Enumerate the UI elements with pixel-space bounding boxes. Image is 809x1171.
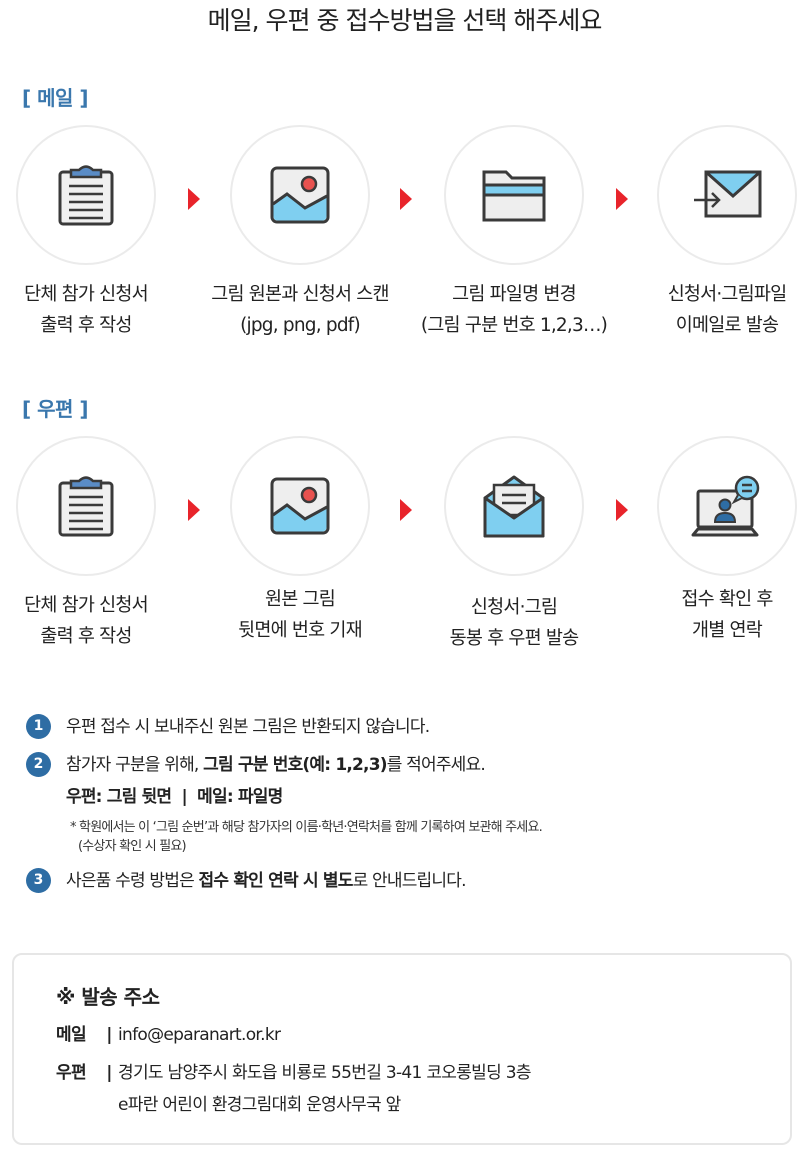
image-icon <box>270 166 330 224</box>
step-text-line1: 단체 참가 신청서 <box>24 595 149 616</box>
step-circle <box>16 125 156 265</box>
step-text-line2: 이메일로 발송 <box>675 315 779 336</box>
step-circle <box>657 125 797 265</box>
step-text-line1: 원본 그림 <box>265 589 336 610</box>
note-sub-bold: 우편: 그림 뒷면 | 메일: 파일명 <box>66 787 283 807</box>
email-send-icon <box>694 170 762 218</box>
postal-address-line2: e파란 어린이 환경그림대회 운영사무국 앞 <box>118 1095 401 1115</box>
step-text-line2: (jpg, png, pdf) <box>240 315 361 336</box>
clipboard-icon <box>58 165 114 226</box>
number-badge: 1 <box>26 714 51 739</box>
note-text-pre: 참가자 구분을 위해, <box>66 755 204 775</box>
address-box-title: ※ 발송 주소 <box>56 985 160 1009</box>
mail-section-label: [ 메일 ] <box>22 86 89 110</box>
fine-print-line2: (수상자 확인 시 필요) <box>78 839 187 854</box>
arrow-right-icon <box>400 499 412 521</box>
image-icon <box>270 477 330 535</box>
step-text-line2: 출력 후 작성 <box>40 315 132 336</box>
step-circle <box>444 436 584 576</box>
arrow-right-icon <box>188 499 200 521</box>
post-step-1: 단체 참가 신청서 출력 후 작성 <box>0 436 186 652</box>
note-item: 3 사은품 수령 방법은 접수 확인 연락 시 별도로 안내드립니다. <box>26 866 786 896</box>
mail-step-2: 그림 원본과 신청서 스캔 (jpg, png, pdf) <box>200 125 400 341</box>
separator: | <box>106 1063 112 1083</box>
address-key: 우편 <box>56 1063 87 1083</box>
arrow-right-icon <box>400 188 412 210</box>
address-box: ※ 발송 주소 메일 | info@eparanart.or.kr 우편 | 경기도 남… <box>12 953 792 1145</box>
postal-address: 경기도 남양주시 화도읍 비룡로 55번길 3-41 코오롱빌딩 3층 e파란 어… <box>118 1057 531 1121</box>
post-section-label: [ 우편 ] <box>22 397 89 421</box>
number-badge: 3 <box>26 868 51 893</box>
step-text-line2: 출력 후 작성 <box>40 626 132 647</box>
note-fine-print: * 학원에서는 이 ‘그림 순번’과 해당 참가자의 이름·학년·연락처를 함께… <box>66 818 786 856</box>
step-circle <box>657 436 797 576</box>
step-text-line2: 개별 연락 <box>692 620 763 641</box>
mail-step-4: 신청서·그림파일 이메일로 발송 <box>627 125 809 341</box>
postal-address-line1: 경기도 남양주시 화도읍 비룡로 55번길 3-41 코오롱빌딩 3층 <box>118 1063 531 1083</box>
step-text-line1: 신청서·그림파일 <box>667 284 787 305</box>
step-circle <box>230 436 370 576</box>
arrow-right-icon <box>616 188 628 210</box>
note-item: 1 우편 접수 시 보내주신 원본 그림은 반환되지 않습니다. <box>26 712 786 742</box>
step-text-line1: 단체 참가 신청서 <box>24 284 149 305</box>
note-item: 2 참가자 구분을 위해, 그림 구분 번호(예: 1,2,3)를 적어주세요.… <box>26 750 786 856</box>
step-text-line1: 그림 파일명 변경 <box>452 284 577 305</box>
step-circle <box>16 436 156 576</box>
address-row-email: 메일 | info@eparanart.or.kr <box>56 1019 281 1051</box>
arrow-right-icon <box>188 188 200 210</box>
step-text-line1: 접수 확인 후 <box>681 589 773 610</box>
address-key: 메일 <box>56 1025 87 1045</box>
number-badge: 2 <box>26 752 51 777</box>
open-envelope-icon <box>483 475 545 538</box>
video-chat-icon <box>691 475 760 537</box>
post-step-3: 신청서·그림 동봉 후 우편 발송 <box>414 436 614 654</box>
note-text-post: 로 안내드립니다. <box>352 871 467 891</box>
step-text-line2: (그림 구분 번호 1,2,3…) <box>420 315 608 336</box>
note-text: 참가자 구분을 위해, 그림 구분 번호(예: 1,2,3)를 적어주세요. <box>66 750 786 780</box>
email-link[interactable]: info@eparanart.or.kr <box>118 1025 281 1045</box>
mail-step-1: 단체 참가 신청서 출력 후 작성 <box>0 125 186 341</box>
step-circle <box>230 125 370 265</box>
post-step-2: 원본 그림 뒷면에 번호 기재 <box>200 436 400 646</box>
note-text-bold: 접수 확인 연락 시 별도 <box>198 871 354 891</box>
arrow-right-icon <box>616 499 628 521</box>
clipboard-icon <box>58 476 114 537</box>
note-text: 사은품 수령 방법은 접수 확인 연락 시 별도로 안내드립니다. <box>66 866 786 896</box>
fine-print-line1: * 학원에서는 이 ‘그림 순번’과 해당 참가자의 이름·학년·연락처를 함께… <box>70 820 543 835</box>
post-step-4: 접수 확인 후 개별 연락 <box>627 436 809 646</box>
step-text-line1: 신청서·그림 <box>470 597 558 618</box>
step-text-line2: 뒷면에 번호 기재 <box>238 620 363 641</box>
step-text-line2: 동봉 후 우편 발송 <box>449 628 580 649</box>
separator: | <box>106 1025 112 1045</box>
note-text: 우편 접수 시 보내주신 원본 그림은 반환되지 않습니다. <box>66 717 430 737</box>
mail-step-3: 그림 파일명 변경 (그림 구분 번호 1,2,3…) <box>414 125 614 341</box>
folder-icon <box>482 170 546 222</box>
step-circle <box>444 125 584 265</box>
note-text-post: 를 적어주세요. <box>386 755 486 775</box>
notes-list: 1 우편 접수 시 보내주신 원본 그림은 반환되지 않습니다. 2 참가자 구… <box>26 712 786 896</box>
step-text-line1: 그림 원본과 신청서 스캔 <box>211 284 389 305</box>
page-title: 메일, 우편 중 접수방법을 선택 해주세요 <box>207 6 603 35</box>
address-row-post: 우편 | 경기도 남양주시 화도읍 비룡로 55번길 3-41 코오롱빌딩 3층 e파… <box>56 1057 531 1121</box>
note-text-bold: 그림 구분 번호(예: 1,2,3) <box>203 755 387 775</box>
note-text-pre: 사은품 수령 방법은 <box>66 871 199 891</box>
